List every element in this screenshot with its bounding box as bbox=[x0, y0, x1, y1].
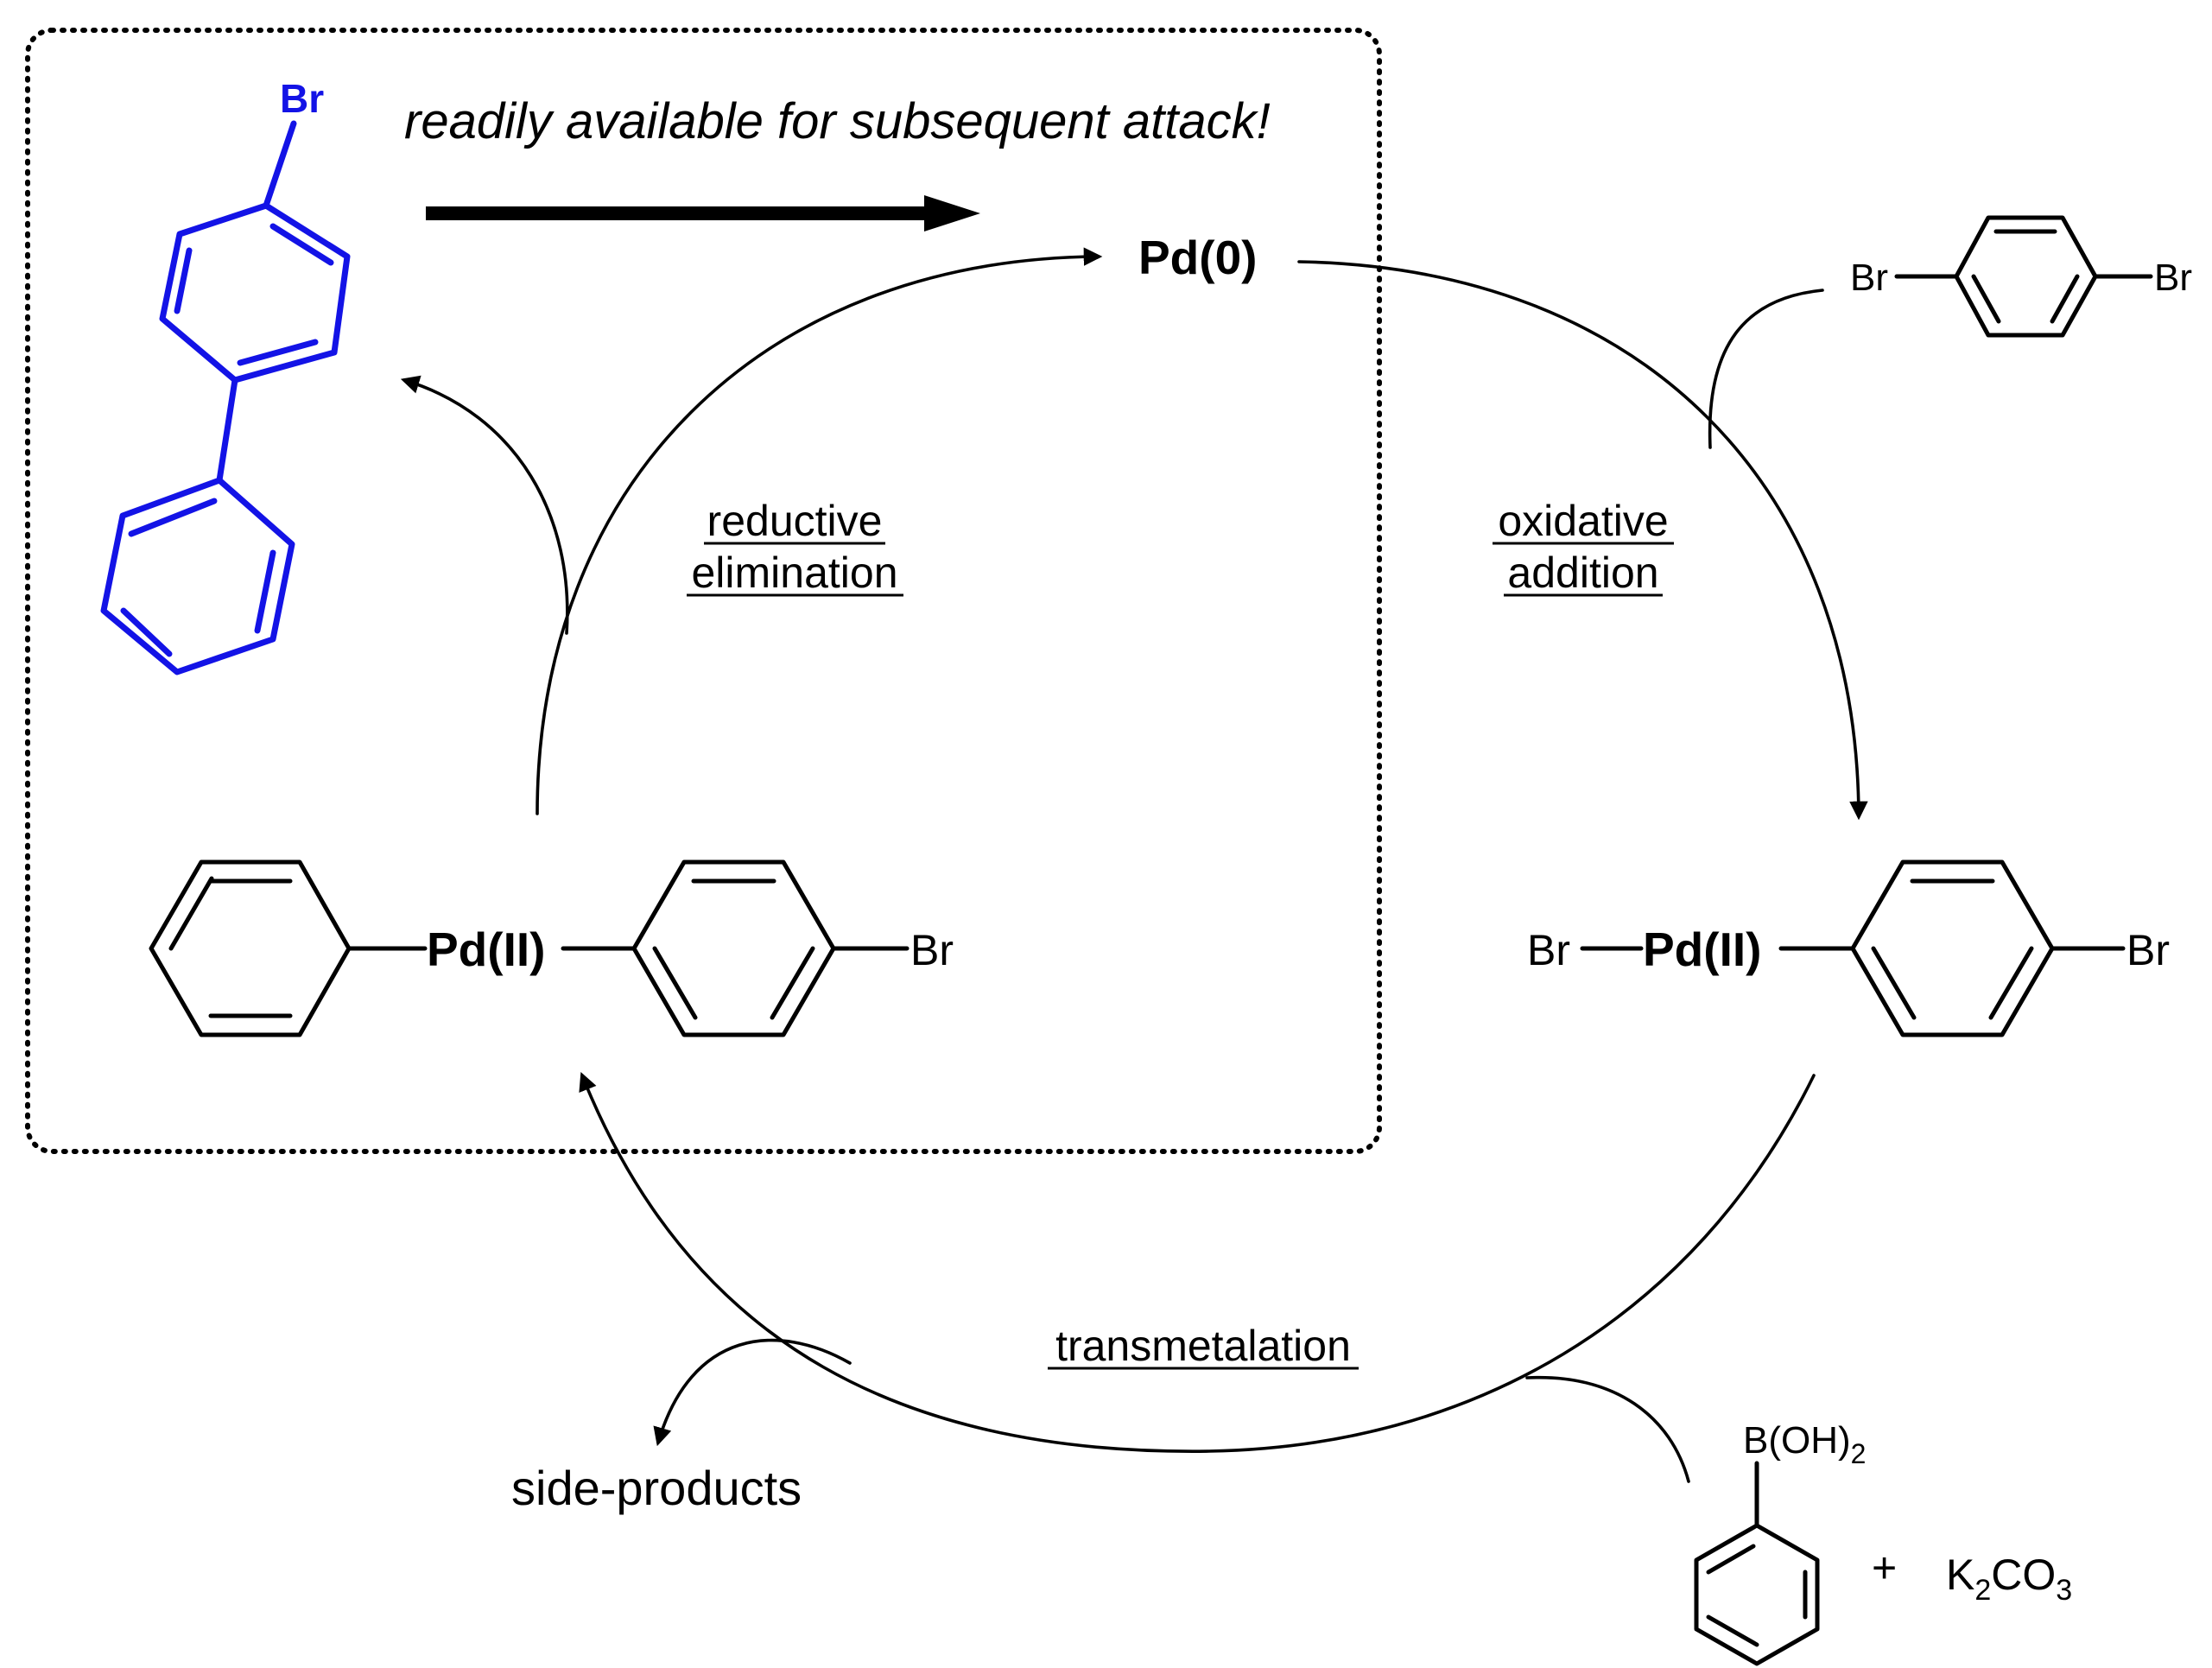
intermediate-right: Br Pd(II) Br bbox=[1527, 859, 2170, 1037]
k2co3-sub2: 2 bbox=[1974, 1574, 1991, 1607]
boronic-acid-label: B(OH)2 bbox=[1743, 1419, 1866, 1469]
oxidative-label-line2: addition bbox=[1507, 549, 1658, 597]
int-left-br-right: Br bbox=[910, 926, 954, 974]
reductive-label-line2: elimination bbox=[691, 549, 897, 597]
thick-arrow bbox=[426, 195, 980, 231]
substrate-br-right: Br bbox=[2154, 257, 2192, 299]
arrow-dibromobenzene-in bbox=[1708, 289, 1824, 449]
pd0-label: Pd(0) bbox=[1138, 231, 1258, 284]
cycle-arc-oxidative-addition bbox=[1297, 260, 1868, 821]
product-br-label: Br bbox=[280, 76, 324, 121]
highlight-box bbox=[25, 28, 1382, 1154]
int-right-br-left: Br bbox=[1527, 926, 1570, 974]
substrate-br-left: Br bbox=[1850, 257, 1888, 299]
phenylboronic-acid: B(OH)2 bbox=[1694, 1419, 1866, 1666]
label-oxidative-addition: oxidative addition bbox=[1493, 497, 1674, 597]
side-products-label: side-products bbox=[511, 1461, 802, 1515]
potassium-carbonate: K2CO3 bbox=[1946, 1551, 2072, 1607]
int-right-pd-label: Pd(II) bbox=[1643, 923, 1761, 976]
label-reductive-elimination: reductive elimination bbox=[687, 497, 903, 597]
boronic-acid-subscript: 2 bbox=[1851, 1438, 1867, 1469]
box-caption: readily available for subsequent attack! bbox=[404, 93, 1271, 149]
reductive-label-line1: reductive bbox=[707, 497, 883, 545]
arrow-product-release bbox=[400, 375, 569, 635]
transmetalation-label: transmetalation bbox=[1055, 1322, 1351, 1370]
bromobiphenyl-product: Br bbox=[100, 76, 351, 675]
dibromobenzene-substrate: Br Br bbox=[1850, 215, 2192, 338]
cycle-arc-reductive-elimination bbox=[536, 247, 1103, 815]
int-right-br-right: Br bbox=[2126, 926, 2170, 974]
k2co3-label: K2CO3 bbox=[1946, 1551, 2072, 1607]
int-left-pd-label: Pd(II) bbox=[427, 923, 545, 976]
k2co3-k: K bbox=[1946, 1551, 1974, 1599]
intermediate-left: Pd(II) Br bbox=[149, 859, 954, 1037]
label-transmetalation: transmetalation bbox=[1048, 1322, 1359, 1370]
arrow-boronic-acid-in bbox=[1525, 1375, 1690, 1483]
k2co3-sub3: 3 bbox=[2056, 1574, 2072, 1607]
cycle-arc-transmetalation bbox=[579, 1071, 1816, 1453]
k2co3-co: CO bbox=[1991, 1551, 2056, 1599]
arrow-side-products bbox=[653, 1338, 852, 1447]
oxidative-label-line1: oxidative bbox=[1498, 497, 1668, 545]
boronic-acid-base: B(OH) bbox=[1743, 1419, 1851, 1462]
plus-sign: + bbox=[1872, 1544, 1897, 1592]
